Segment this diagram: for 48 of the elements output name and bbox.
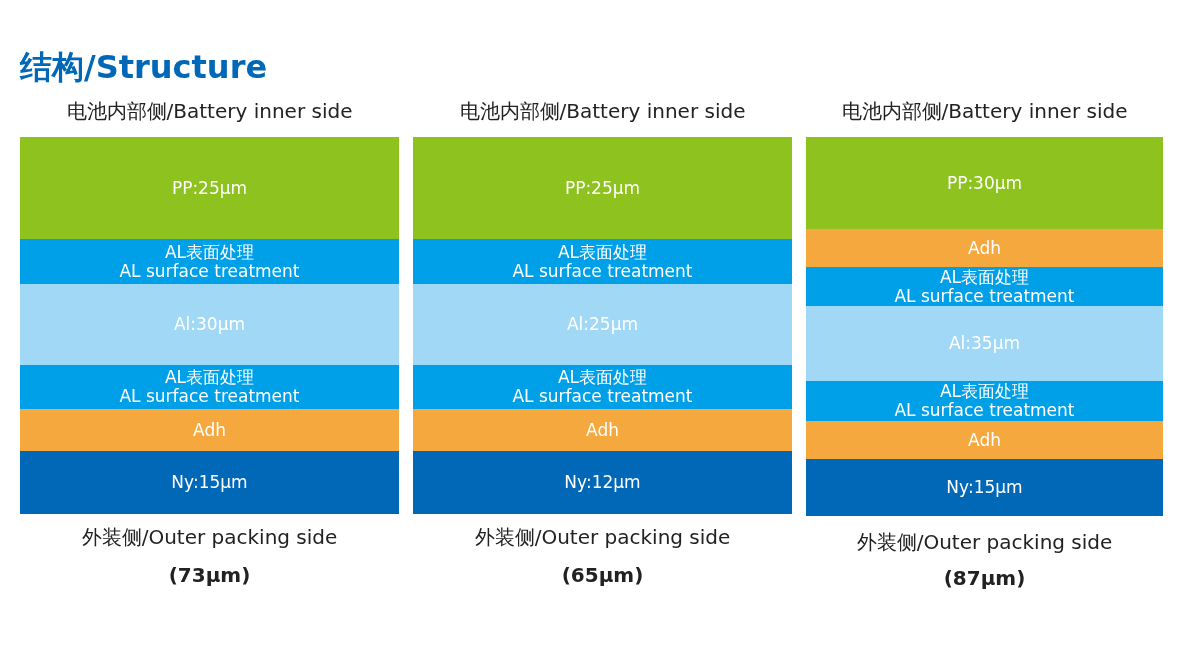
layer-label: Al:35μm <box>948 334 1021 353</box>
layer-band <box>806 381 1163 421</box>
layer-band <box>413 239 792 284</box>
layer-band <box>20 365 399 409</box>
layer-band <box>20 239 399 284</box>
layer-label: Adh <box>968 430 1001 450</box>
layer-label: PP:30μm <box>946 173 1023 193</box>
layer-label: Ny:15μm <box>946 478 1023 497</box>
layer-label: Al:25μm <box>566 315 639 334</box>
layer-band <box>806 306 1163 381</box>
side-caption: 电池内部侧/Battery inner side <box>459 98 746 125</box>
layer-label: Ny:12μm <box>564 473 641 492</box>
side-caption: 电池内部侧/Battery inner side <box>66 98 353 125</box>
side-caption: 外装侧/Outer packing side <box>474 524 731 551</box>
layer-label: Adh <box>968 238 1001 258</box>
layer-label: AL表面处理 AL surface treatment <box>119 242 300 281</box>
thickness-label: (65μm) <box>561 563 644 587</box>
layer-band <box>806 267 1163 306</box>
layer-label: PP:25μm <box>171 178 248 198</box>
layer-label: Adh <box>586 420 619 440</box>
layer-label: Ny:15μm <box>171 473 248 492</box>
layer-band <box>20 137 399 239</box>
layer-band <box>806 421 1163 459</box>
layer-band <box>413 137 792 239</box>
layer-band <box>20 409 399 451</box>
thickness-label: (87μm) <box>943 566 1026 590</box>
layer-label: AL表面处理 AL surface treatment <box>512 368 693 406</box>
layer-band <box>413 284 792 365</box>
layer-label: AL表面处理 AL surface treatment <box>894 382 1075 420</box>
layer-band <box>806 229 1163 267</box>
layer-label: Adh <box>193 420 226 440</box>
layer-label: Al:30μm <box>173 315 246 334</box>
side-caption: 外装侧/Outer packing side <box>856 529 1113 556</box>
layer-label: AL表面处理 AL surface treatment <box>894 267 1075 306</box>
side-caption: 外装侧/Outer packing side <box>81 524 338 551</box>
layer-label: AL表面处理 AL surface treatment <box>512 242 693 281</box>
layer-label: PP:25μm <box>564 178 641 198</box>
title: 结构/Structure <box>20 47 268 88</box>
side-caption: 电池内部侧/Battery inner side <box>841 98 1128 125</box>
layer-band <box>20 451 399 514</box>
thickness-label: (73μm) <box>168 563 251 587</box>
layer-band <box>20 284 399 365</box>
layer-band <box>413 451 792 514</box>
layer-band <box>806 137 1163 229</box>
layer-band <box>413 409 792 451</box>
layer-label: AL表面处理 AL surface treatment <box>119 368 300 406</box>
layer-band <box>413 365 792 409</box>
layer-band <box>806 459 1163 516</box>
